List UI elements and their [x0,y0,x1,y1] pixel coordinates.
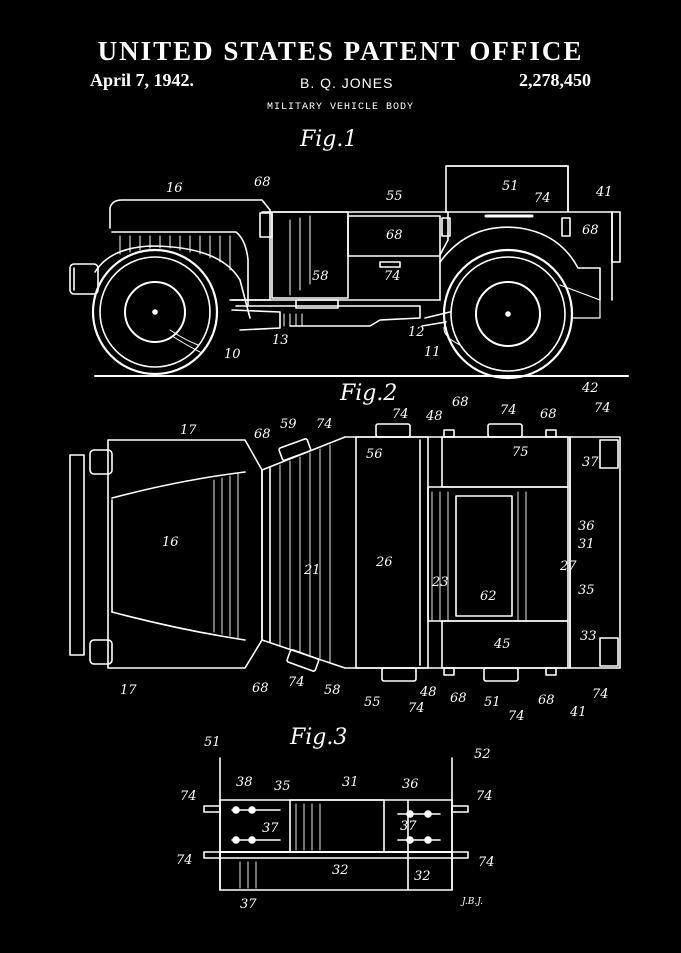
ref-numeral: 58 [324,683,341,698]
ref-numeral: 36 [402,777,419,792]
inventor-signature: J.B.J. [460,897,483,907]
ref-numeral: 74 [176,853,193,868]
ref-numeral: 58 [312,269,329,284]
ref-numeral: 55 [386,189,403,204]
ref-numeral: 45 [493,637,511,652]
ref-numeral: 74 [392,407,409,422]
ref-numeral: 68 [450,691,467,706]
ref-numeral: 74 [592,687,609,702]
fig1-label: Fig.1 [299,127,357,152]
ref-numeral: 74 [478,855,495,870]
fig2-label: Fig.2 [339,381,397,406]
ref-numeral: 68 [582,223,599,238]
ref-numeral: 74 [288,675,305,690]
ref-numeral: 74 [594,401,611,416]
ref-numeral: 68 [386,228,403,243]
fig2-reference-numerals: 17 68 59 74 56 74 48 68 74 68 42 74 75 3… [120,381,611,724]
ref-numeral: 13 [272,333,289,348]
ref-numeral: 37 [400,819,417,834]
ref-numeral: 74 [508,709,525,724]
ref-numeral: 74 [384,269,401,284]
ref-numeral: 68 [254,175,271,190]
ref-numeral: 31 [578,537,595,552]
fig2-top-view [69,423,621,682]
ref-numeral: 68 [540,407,557,422]
patent-office-title: UNITED STATES PATENT OFFICE [97,36,584,66]
fig3-label: Fig.3 [289,725,347,750]
ref-numeral: 23 [431,575,449,590]
ref-numeral: 68 [254,427,271,442]
ref-numeral: 74 [534,191,551,206]
ref-numeral: 74 [316,417,333,432]
ref-numeral: 68 [538,693,555,708]
ref-numeral: 33 [580,629,597,644]
ref-numeral: 27 [559,559,577,574]
ref-numeral: 21 [303,563,321,578]
ref-numeral: 51 [204,735,221,750]
ref-numeral: 59 [280,417,297,432]
ref-numeral: 42 [581,381,599,396]
ref-numeral: 32 [332,863,349,878]
ref-numeral: 74 [476,789,493,804]
ref-numeral: 62 [480,589,497,604]
ref-numeral: 48 [425,409,443,424]
ref-numeral: 41 [569,705,587,720]
ref-numeral: 32 [414,869,431,884]
fig3-rear-section [203,757,469,891]
ref-numeral: 51 [502,179,519,194]
patent-date: April 7, 1942. [90,70,195,90]
patent-number: 2,278,450 [519,70,591,90]
ref-numeral: 16 [166,181,183,196]
ref-numeral: 35 [578,583,595,598]
ref-numeral: 31 [342,775,359,790]
ref-numeral: 52 [474,747,491,762]
ref-numeral: 48 [419,685,437,700]
ref-numeral: 55 [364,695,381,710]
patent-subtitle: MILITARY VEHICLE BODY [266,102,415,113]
ref-numeral: 74 [180,789,197,804]
ref-numeral: 26 [375,555,393,570]
inventor-name: B. Q. JONES [300,75,394,91]
ref-numeral: 12 [408,325,425,340]
ref-numeral: 11 [424,345,441,360]
ref-numeral: 41 [595,185,613,200]
ref-numeral: 37 [262,821,279,836]
fig3-reference-numerals: 51 52 38 35 31 36 74 37 37 74 74 32 32 7… [176,735,495,912]
ref-numeral: 37 [582,455,599,470]
ref-numeral: 38 [236,775,253,790]
ref-numeral: 17 [120,683,137,698]
ref-numeral: 36 [578,519,595,534]
ref-numeral: 68 [252,681,269,696]
ref-numeral: 10 [224,347,241,362]
fig1-side-view [69,165,629,380]
ref-numeral: 68 [452,395,469,410]
ref-numeral: 75 [512,445,529,460]
fig1-reference-numerals: 16 68 55 51 74 41 68 68 58 74 12 13 10 1… [166,175,613,362]
ref-numeral: 74 [408,701,425,716]
ref-numeral: 56 [366,447,383,462]
ref-numeral: 51 [484,695,501,710]
ref-numeral: 17 [180,423,197,438]
ref-numeral: 35 [274,779,291,794]
ref-numeral: 16 [162,535,179,550]
ref-numeral: 37 [240,897,257,912]
ref-numeral: 74 [500,403,517,418]
